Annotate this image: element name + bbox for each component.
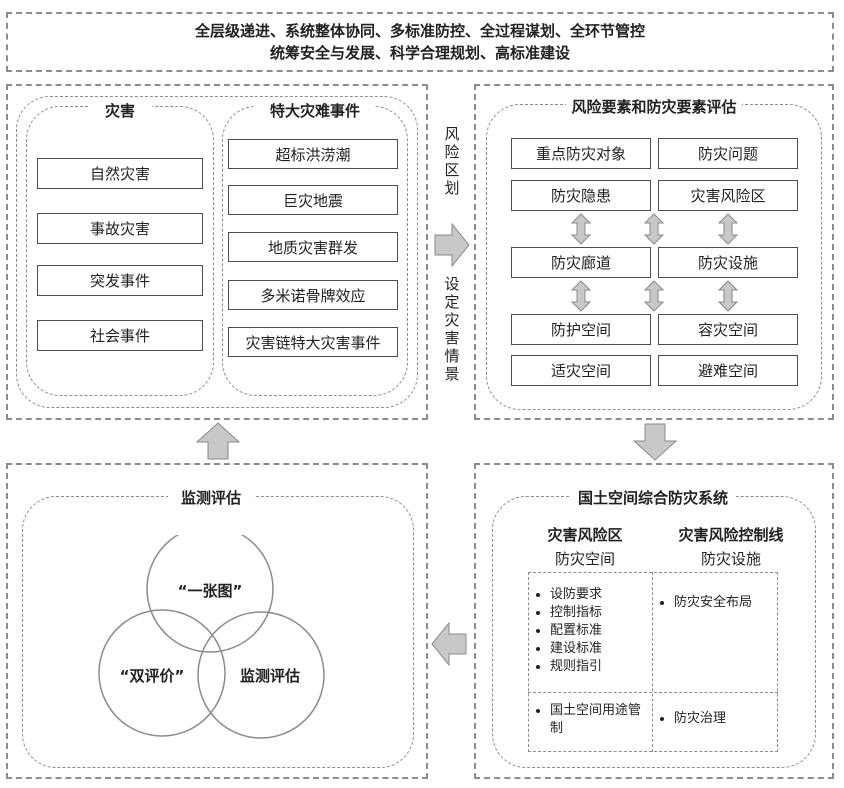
risk-eval-panel	[474, 84, 834, 420]
risk-cell-tolerance-space: 容灾空间	[658, 314, 798, 345]
hazard-item-2: 事故灾害	[37, 213, 203, 244]
up-arrow-icon	[195, 422, 241, 460]
hazard-item-3: 突发事件	[37, 265, 203, 296]
system-grid	[528, 572, 778, 752]
risk-cell-facilities: 防灾设施	[658, 247, 798, 278]
double-arrow-icon	[643, 280, 665, 312]
risk-cell-risk-zone: 灾害风险区	[658, 180, 798, 211]
risk-cell-key-targets: 重点防灾对象	[511, 138, 651, 169]
monitor-panel	[6, 463, 428, 779]
right-arrow-icon	[434, 222, 470, 268]
principles-line-1: 全层级递进、系统整体协同、多标准防控、全过程谋划、全环节管控	[194, 22, 645, 40]
risk-cell-refuge-space: 避难空间	[658, 355, 798, 386]
down-arrow-icon	[632, 423, 678, 461]
venn-label-dual-eval: “双评价”	[119, 667, 185, 685]
hazard-item-4: 社会事件	[37, 320, 203, 351]
system-left-list-1: 设防要求 控制指标 配置标准 建设标准 规则指引	[530, 586, 650, 676]
double-arrow-icon	[717, 280, 739, 312]
list-item: 防灾安全布局	[674, 594, 776, 612]
system-right-subheading: 防灾设施	[700, 550, 761, 568]
risk-cell-adaptive-space: 适灾空间	[511, 355, 651, 386]
major-events-title: 特大灾难事件	[255, 100, 375, 120]
double-arrow-icon	[717, 213, 739, 245]
system-panel	[474, 463, 834, 779]
principles-line-2: 统筹安全与发展、科学合理规划、高标准建设	[269, 44, 570, 62]
hazards-panel	[6, 84, 428, 420]
venn-circle-left	[98, 609, 226, 737]
venn-circle-top	[146, 535, 274, 653]
double-arrow-icon	[570, 213, 592, 245]
hazards-outer-frame	[16, 96, 418, 408]
system-left-list-2: 国土空间用途管制	[530, 702, 650, 738]
left-arrow-icon	[431, 621, 467, 667]
list-item: 国土空间用途管制	[550, 702, 650, 738]
major-event-item-2: 巨灾地震	[228, 185, 398, 215]
list-item: 建设标准	[550, 640, 650, 658]
risk-cell-problems: 防灾问题	[658, 138, 798, 169]
monitor-title: 监测评估	[168, 487, 254, 507]
hazard-item-1: 自然灾害	[37, 158, 203, 189]
major-event-item-1: 超标洪涝潮	[228, 139, 398, 169]
list-item: 规则指引	[550, 658, 650, 676]
system-right-list-2: 防灾治理	[654, 710, 776, 728]
double-arrow-icon	[570, 280, 592, 312]
connector-label-upper: 风险区划	[444, 125, 460, 197]
venn-label-map: “一张图”	[177, 582, 243, 600]
risk-cell-hidden-hazards: 防灾隐患	[511, 180, 651, 211]
list-item: 控制指标	[550, 604, 650, 622]
system-left-heading: 灾害风险区	[530, 524, 640, 544]
venn-diagram	[98, 535, 325, 739]
hazards-title: 灾害	[88, 100, 152, 120]
major-event-item-3: 地质灾害群发	[228, 232, 398, 262]
venn-circle-right	[197, 611, 325, 739]
risk-cell-protection-space: 防护空间	[511, 314, 651, 345]
list-item: 配置标准	[550, 622, 650, 640]
risk-cell-corridor: 防灾廊道	[511, 247, 651, 278]
system-left-subheading: 防灾空间	[554, 550, 615, 568]
system-right-heading: 灾害风险控制线	[658, 524, 804, 544]
major-event-item-5: 灾害链特大灾害事件	[228, 327, 398, 357]
connector-label-lower: 设定灾害情景	[444, 275, 460, 383]
system-grid-vline	[652, 572, 653, 752]
system-right-list-1: 防灾安全布局	[654, 594, 776, 612]
principles-banner: 全层级递进、系统整体协同、多标准防控、全过程谋划、全环节管控 统筹安全与发展、科…	[6, 12, 834, 72]
system-grid-hline	[528, 692, 778, 693]
major-event-item-4: 多米诺骨牌效应	[228, 280, 398, 310]
system-title: 国土空间综合防灾系统	[570, 487, 736, 507]
double-arrow-icon	[643, 213, 665, 245]
risk-eval-title: 风险要素和防灾要素评估	[566, 96, 742, 116]
list-item: 设防要求	[550, 586, 650, 604]
hazards-column	[26, 106, 214, 396]
list-item: 防灾治理	[674, 710, 776, 728]
venn-label-monitor: 监测评估	[239, 667, 300, 685]
